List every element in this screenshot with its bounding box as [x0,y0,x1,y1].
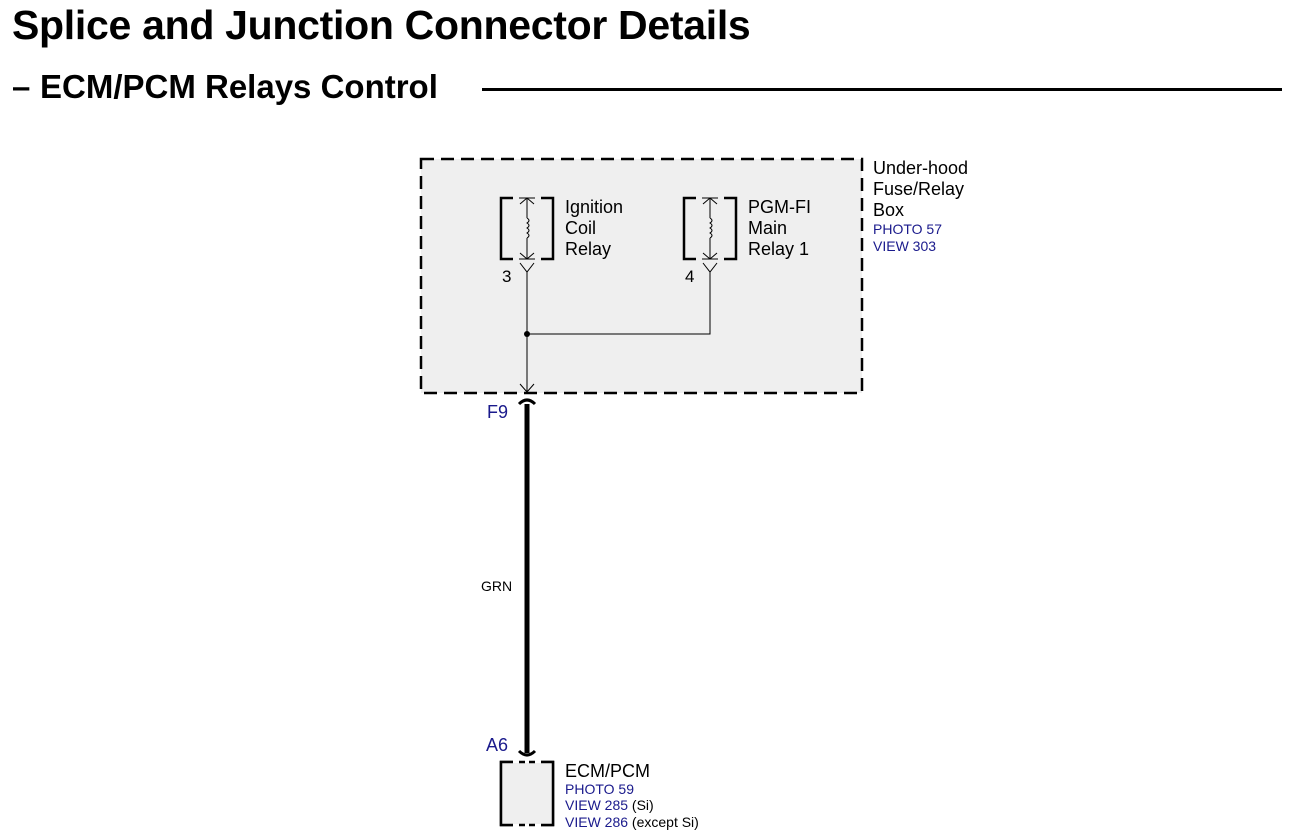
wire-color-label: GRN [481,578,512,594]
section-rule [482,88,1282,91]
pin-4-label: 4 [685,267,694,286]
ignition-relay-label-2: Coil [565,218,596,238]
pgm-fi-relay-label-2: Main [748,218,787,238]
ignition-relay-label-3: Relay [565,239,611,259]
fuse-relay-box[interactable] [419,157,864,395]
relay-coil-icon [526,217,530,239]
ecm-view-286-note: (except Si) [632,814,699,830]
ecm-view-285-link[interactable]: VIEW 285 [565,797,628,813]
arrow-down-icon [519,383,535,393]
ecm-view-286-link[interactable]: VIEW 286 [565,814,628,830]
connector-f9-icon [517,398,537,406]
pin-3-label: 3 [502,267,511,286]
pgm-fi-relay-label-3: Relay 1 [748,239,809,259]
relay-bracket [499,196,555,261]
ignition-relay-label-1: Ignition [565,197,623,217]
fuse-box-name-1: Under-hood [873,158,968,178]
section-title: ECM/PCM Relays Control [40,68,438,105]
fuse-box-name-3: Box [873,200,904,220]
connector-a6-icon [517,749,537,757]
ecm-view-285-note: (Si) [632,797,654,813]
section-dash: – [12,68,31,105]
pgm-fi-relay-label-1: PGM-FI [748,197,811,217]
ecm-view-285-line: VIEW 285 (Si) [565,797,654,813]
relay-coil-icon [709,217,713,239]
connector-a6-label[interactable]: A6 [486,735,508,755]
ecm-pcm-name: ECM/PCM [565,761,650,781]
section-header: – ECM/PCM Relays Control [12,64,1282,110]
internal-wire[interactable] [527,272,711,335]
splice-point [524,331,530,337]
fuse-box-photo-link[interactable]: PHOTO 57 [873,221,942,237]
relay-bracket [682,196,738,261]
connector-f9-label[interactable]: F9 [487,402,508,422]
ignition-coil-relay[interactable] [499,196,555,261]
ecm-pcm-box[interactable] [502,763,552,824]
ecm-view-286-line: VIEW 286 (except Si) [565,814,699,830]
fuse-box-name-2: Fuse/Relay [873,179,964,199]
page-title: Splice and Junction Connector Details [12,2,751,48]
fuse-box-view-link[interactable]: VIEW 303 [873,238,936,254]
pgm-fi-main-relay-1[interactable] [682,196,738,261]
ecm-photo-link[interactable]: PHOTO 59 [565,781,634,797]
